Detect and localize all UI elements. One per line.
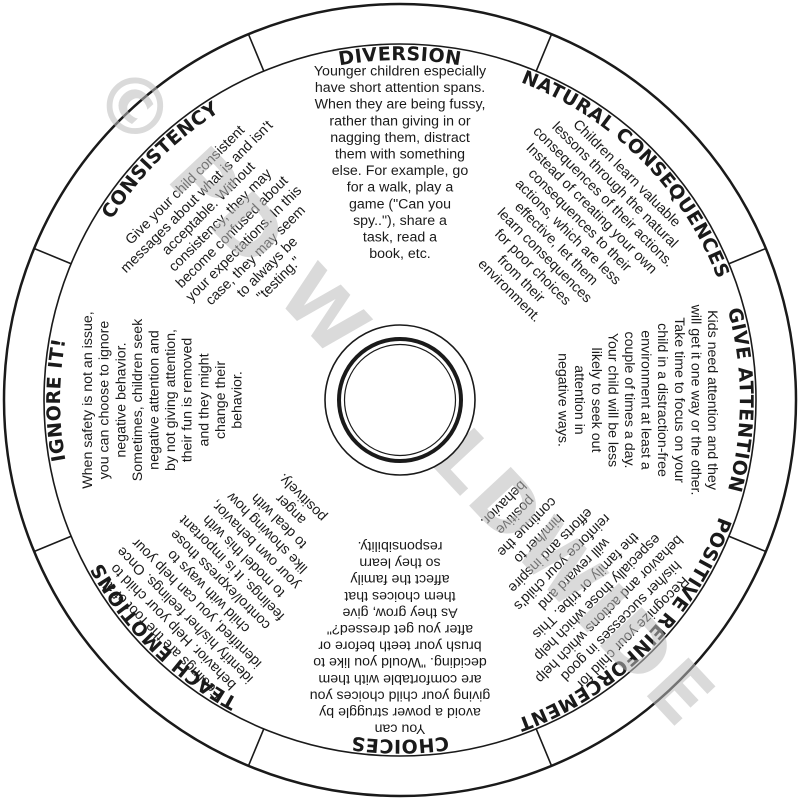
segment-body-line: affect the family — [350, 571, 450, 587]
segment-divider — [33, 247, 72, 265]
segment-divider — [247, 33, 265, 72]
segment-body-line: and they might — [196, 353, 212, 446]
segment-body-line: Take time to focus on your — [671, 317, 687, 483]
segment-body-line: brush your teeth before or — [318, 638, 482, 654]
segment-body-line: them choices that — [344, 588, 455, 604]
segment-divider — [535, 33, 553, 72]
segment-body-line: them with something — [335, 146, 465, 162]
segment-body-line: for a walk, play a — [347, 180, 454, 196]
segment-body: When safety is not an issue,you can choo… — [80, 311, 245, 488]
segment-body-line: game ("Can you — [349, 196, 451, 212]
segment-body-line: Your child will be less — [604, 333, 620, 467]
segment-body-line: else. For example, go — [332, 163, 469, 179]
center-hub — [324, 324, 476, 476]
segment-body-line: book, etc. — [369, 246, 431, 262]
segment-body-line: couple of times a day. — [621, 332, 637, 469]
title-ring-border — [43, 43, 757, 757]
segment-body-line: change their — [213, 361, 229, 439]
segment-body-line: likely to seek out — [588, 348, 604, 453]
segment-body-line: Younger children especially — [314, 63, 487, 79]
segment-title: CHOICES — [350, 732, 450, 757]
segment-body-line: have short attention spans. — [315, 80, 485, 96]
segment-body-line: You can — [375, 721, 426, 737]
segment-body-line: environment at least a — [638, 330, 654, 470]
segment-body-line: When safety is not an issue, — [80, 311, 96, 488]
segment-body-line: deciding. "Would you like to — [313, 654, 487, 670]
segment-body-line: after you get dressed?" — [327, 621, 473, 637]
segment-body-line: task, read a — [363, 229, 437, 245]
segment-body-line: will get it one way or the other. — [687, 304, 703, 496]
segment-body-line: child in a distraction-free — [654, 323, 670, 477]
segment-body-line: avoid a power struggle by — [318, 704, 481, 720]
segment-body-line: When they are being fussy, — [315, 97, 486, 113]
segment-body-line: negative attention and — [146, 330, 162, 470]
segment-body-line: by not giving attention, — [163, 329, 179, 471]
segment-body-line: spy.."), share a — [353, 213, 447, 229]
segment-divider — [535, 728, 553, 767]
segment-divider — [728, 247, 767, 265]
segment-body-line: Sometimes, children seek — [130, 318, 146, 481]
segment-divider — [247, 728, 265, 767]
segment-body-line: rather than giving in or — [329, 113, 470, 129]
segment-divider — [728, 535, 767, 553]
segment-divider — [33, 535, 72, 553]
segment-body-line: negative behavior. — [113, 342, 129, 457]
segment-dividers — [33, 33, 767, 767]
segment-body-line: so they learn — [359, 555, 440, 571]
segment-body-line: negative ways. — [555, 353, 571, 447]
segment-body-line: responsibility. — [358, 538, 443, 554]
segment-body-line: behavior. — [229, 371, 245, 429]
segment-body-line: their fun is removed — [180, 338, 196, 463]
segment-body-line: are comfortable with them — [318, 671, 481, 687]
segment-body-line: Kids need attention and they — [704, 310, 720, 491]
segment-body-line: nagging them, distract — [330, 130, 470, 146]
segment-body-line: attention in — [571, 365, 587, 434]
segment-body-line: As they grow, give — [342, 604, 457, 620]
segment-body-line: you can choose to ignore — [97, 321, 113, 480]
segment-body-line: giving your child choices you — [310, 687, 491, 703]
